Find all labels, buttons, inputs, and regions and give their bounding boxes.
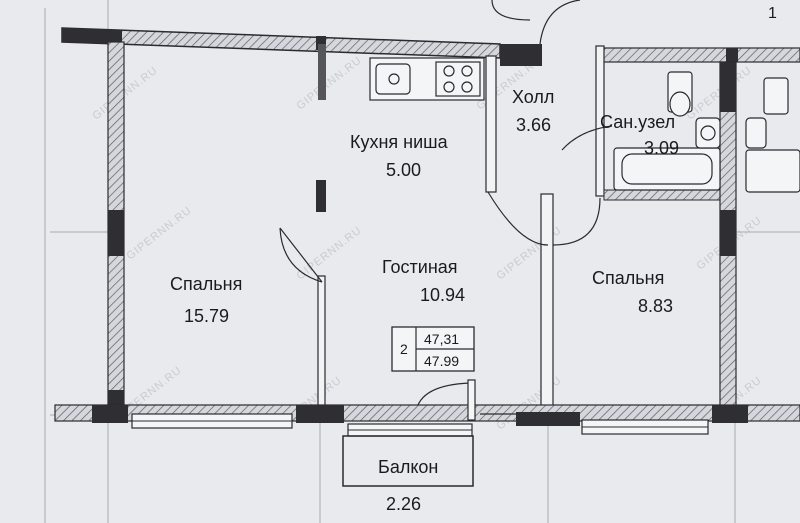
hall-area: 3.66 <box>516 115 551 135</box>
balcony-outline <box>342 435 474 487</box>
bedroom-left-area: 15.79 <box>184 306 229 326</box>
rooms-count: 2 <box>400 341 408 357</box>
bedroom-right-name: Спальня <box>592 268 664 288</box>
bathroom-area: 3.09 <box>644 138 679 158</box>
kitchen-area: 5.00 <box>386 160 421 180</box>
hall-name: Холл <box>512 87 554 107</box>
bedroom-right-area: 8.83 <box>638 296 673 316</box>
balcony-name: Балкон <box>378 457 438 477</box>
bathroom-fixtures <box>613 71 800 193</box>
living-area-total: 47,31 <box>424 331 459 347</box>
living-name: Гостиная <box>382 257 458 277</box>
living-area: 10.94 <box>420 285 465 305</box>
bathroom-name: Сан.узел <box>600 112 675 132</box>
summary-table <box>391 326 475 372</box>
bedroom-left-name: Спальня <box>170 274 242 294</box>
right-top-wall <box>599 47 800 63</box>
top-wall <box>61 27 542 66</box>
page-number: 1 <box>768 5 777 22</box>
left-wall <box>107 41 125 412</box>
total-area: 47.99 <box>424 353 459 369</box>
kitchen-counter <box>369 57 485 101</box>
balcony-area: 2.26 <box>386 494 421 514</box>
bottom-wall <box>54 379 800 437</box>
kitchen-name: Кухня ниша <box>350 132 449 152</box>
